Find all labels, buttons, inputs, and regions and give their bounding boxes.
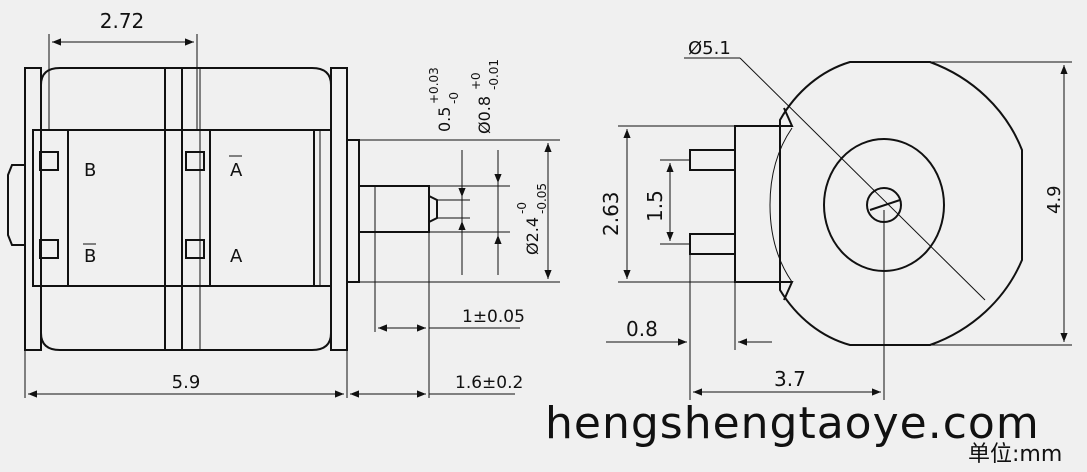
- dim-tol-2: Ø0.8: [475, 96, 494, 134]
- dim-pin-offset: 0.8: [626, 317, 658, 341]
- pin-label: A: [230, 246, 243, 267]
- dim-tol-2-sup: +0: [469, 72, 483, 90]
- pin-square: [39, 151, 59, 171]
- front-inner-circle: [823, 138, 945, 272]
- right-flange: [330, 67, 348, 351]
- left-flange: [24, 67, 42, 351]
- front-view: [739, 57, 1023, 346]
- dim-side-width: 3.7: [774, 367, 806, 391]
- pin-label: B: [84, 160, 96, 181]
- shaft: [358, 185, 430, 233]
- dim-tol-2-sub: -0.01: [487, 59, 501, 90]
- dim-shaft-dia: Ø2.4: [523, 217, 542, 255]
- connector-block: [734, 125, 781, 283]
- left-boss: [7, 164, 25, 246]
- dim-outer-dia: Ø5.1: [688, 38, 731, 59]
- front-outline: [779, 61, 1023, 346]
- dim-shaft-dia-sub: -0.05: [535, 183, 549, 214]
- dim-pin-pitch: 1.5: [643, 190, 667, 222]
- dim-outer-height: 4.9: [1044, 185, 1065, 214]
- front-shaft: [866, 187, 902, 223]
- dim-tol-1: 0.5: [435, 107, 454, 132]
- connector-view: [689, 107, 794, 301]
- pin-square: [39, 239, 59, 259]
- dim-tol-1-sub: -0: [447, 92, 461, 104]
- pin-upper: [689, 149, 736, 171]
- pin-label: B: [84, 246, 96, 267]
- dim-top-width: 2.72: [100, 9, 145, 33]
- watermark: hengshengtaoye.com: [545, 398, 1040, 449]
- pin-lower: [689, 233, 736, 255]
- dim-shaft-dia-sup: -0: [515, 202, 529, 214]
- dim-shaft-length: 1±0.05: [462, 307, 525, 327]
- shaft-boss: [346, 139, 360, 283]
- body-bottom: [40, 332, 332, 351]
- pin-label: A: [230, 160, 243, 181]
- pin-square: [185, 151, 205, 171]
- inner-housing: [32, 129, 332, 287]
- pin-square: [185, 239, 205, 259]
- unit-label: 单位:mm: [968, 442, 1063, 467]
- dim-tol-1-sup: +0.03: [427, 67, 441, 104]
- side-view: [7, 67, 438, 351]
- dim-side-height: 2.63: [599, 191, 623, 236]
- dim-shaft-total: 1.6±0.2: [455, 373, 523, 393]
- dim-body-length: 5.9: [172, 372, 201, 393]
- body-top: [40, 67, 332, 86]
